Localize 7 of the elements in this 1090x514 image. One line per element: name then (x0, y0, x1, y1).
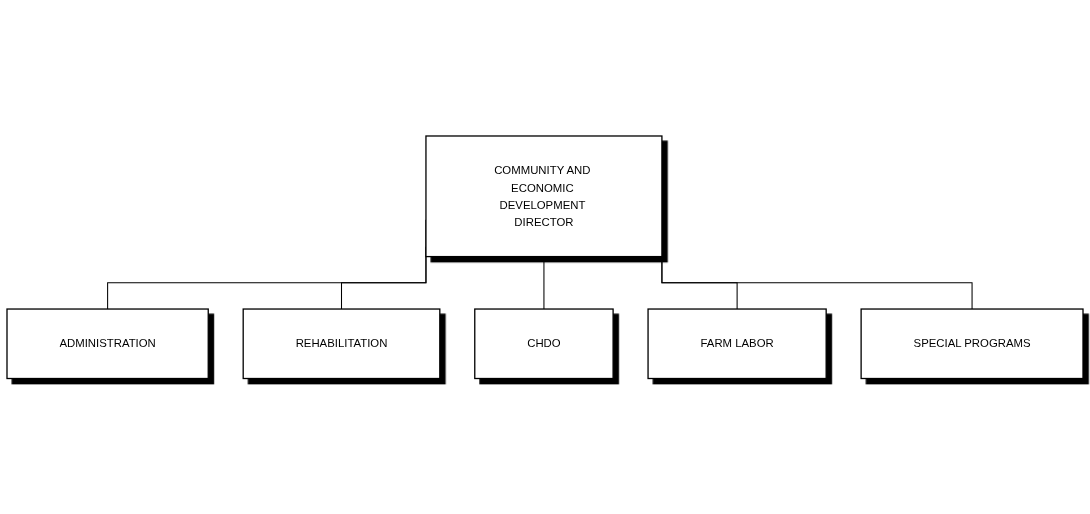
node-box: SPECIAL PROGRAMS (860, 308, 1084, 379)
node-box: FARM LABOR (647, 308, 827, 379)
connector (543, 255, 545, 310)
node-box: REHABILITATION (242, 308, 441, 379)
node-box: COMMUNITY AND ECONOMIC DEVELOPMENT DIRECTOR (425, 135, 663, 257)
node-box: ADMINISTRATION (6, 308, 209, 379)
node-box: CHDO (474, 308, 614, 379)
